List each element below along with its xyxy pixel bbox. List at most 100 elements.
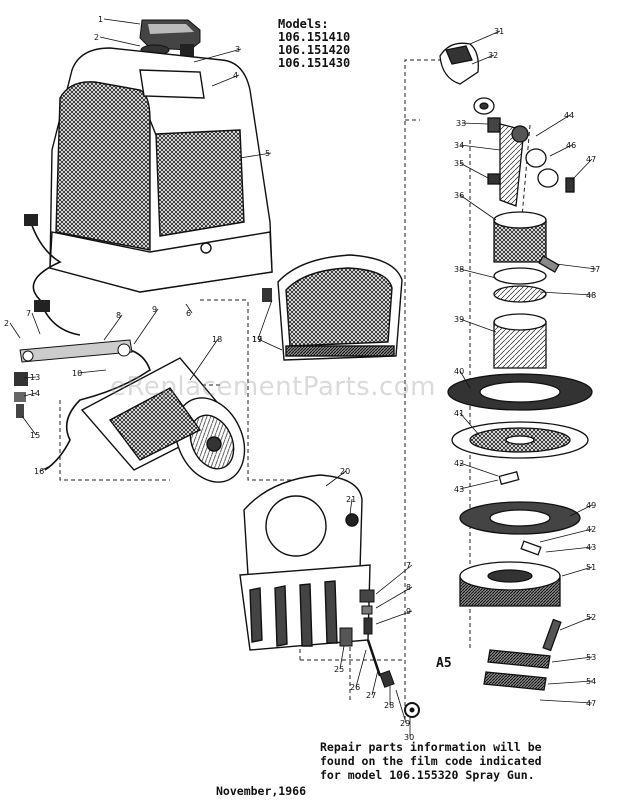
switch-part-4: [34, 300, 50, 312]
callout-leader-line: [21, 415, 37, 436]
callout-leader-line: [375, 610, 413, 625]
callout-number: 29: [400, 719, 410, 728]
callout-number: 7: [406, 561, 411, 570]
callout-leader-line: [559, 616, 593, 631]
callout-number: 1: [98, 15, 103, 24]
callout-leader-line: [257, 338, 283, 351]
callout-leader-line: [339, 645, 345, 670]
callout-number: 8: [116, 311, 121, 320]
callout-leader-line: [257, 299, 273, 340]
callout-number: 28: [384, 701, 394, 710]
callout-number: 6: [186, 309, 191, 318]
callout-number: 15: [30, 431, 40, 440]
motor-part-17: [80, 357, 246, 483]
callout-number: 53: [586, 653, 596, 662]
handle-part-1: [139, 19, 201, 58]
callout-number: 17: [252, 335, 262, 344]
callout-leader-line: [185, 303, 193, 314]
callout-number: 3: [235, 45, 240, 54]
callout-leader-line: [189, 338, 219, 381]
callout-leader-line: [103, 314, 123, 341]
callout-number: 4: [233, 71, 238, 80]
screw-part-9: [16, 404, 24, 418]
screw-part-21: [345, 513, 359, 527]
callout-leader-line: [459, 370, 471, 389]
callout-number: 44: [564, 111, 574, 120]
callout-number: 18: [212, 335, 222, 344]
nut-part-7: [14, 372, 28, 386]
watermark: eReplacementParts.com: [110, 372, 437, 402]
model-number: 106.151410: [278, 30, 351, 44]
callout-number: 37: [590, 265, 600, 274]
callout-number: 9: [406, 607, 411, 616]
callout-number: 41: [454, 409, 464, 418]
callout-leader-line: [539, 528, 593, 543]
callout-leader-line: [375, 564, 413, 595]
callout-leader-line: [539, 291, 593, 296]
models-header: Models: 106.151410 106.151420 106.151430: [278, 18, 350, 70]
callout-leader-line: [535, 114, 571, 137]
callout-leader-line: [239, 152, 272, 159]
date-label: November,1966: [216, 784, 307, 798]
callout-number: 14: [30, 389, 40, 398]
callout-leader-line: [371, 669, 379, 696]
callout-number: 43: [454, 485, 464, 494]
callout-leader-line: [459, 318, 497, 333]
callout-number: 34: [454, 141, 464, 150]
callout-leader-line: [31, 312, 41, 335]
callout-leader-line: [133, 308, 159, 345]
callout-number: 40: [454, 367, 464, 376]
grommet-part-16: [262, 288, 272, 302]
callout-number: 39: [454, 315, 464, 324]
callout-number: 20: [340, 467, 350, 476]
callout-leader-line: [23, 376, 37, 379]
callout-number: 21: [346, 495, 356, 504]
callout-number: 47: [586, 155, 596, 164]
callout-leader-line: [103, 18, 141, 25]
callout-number: 35: [454, 159, 464, 168]
callout-number: 27: [366, 691, 376, 700]
models-label: Models:: [278, 17, 329, 31]
callout-leader-line: [471, 54, 495, 65]
callout-leader-line: [459, 268, 497, 279]
section-code: A5: [436, 656, 452, 671]
callout-leader-line: [193, 48, 242, 63]
callout-leader-line: [211, 74, 240, 87]
callout-number: 54: [586, 677, 596, 686]
callout-number: 42: [586, 525, 596, 534]
hood-cover-part-14: [49, 47, 273, 293]
callout-number: 9: [152, 305, 157, 314]
callout-leader-line: [461, 122, 489, 125]
callout-leader-line: [325, 470, 347, 487]
callout-leader-line: [469, 30, 501, 45]
callout-leader-line: [555, 263, 597, 270]
callout-number: 33: [456, 119, 466, 128]
callout-leader-line: [459, 462, 499, 477]
callout-number: 5: [265, 149, 270, 158]
right-column-parts: [439, 42, 593, 691]
callout-leader-line: [23, 392, 37, 397]
callout-number: 30: [404, 733, 414, 742]
callout-leader-line: [459, 144, 501, 151]
callout-leader-line: [375, 586, 413, 609]
callout-leader-line: [569, 504, 593, 517]
callout-number: 49: [586, 501, 596, 510]
callout-leader-line: [395, 689, 407, 724]
callout-number: 7: [26, 309, 31, 318]
repair-note-line: found on the film code indicated: [320, 754, 542, 768]
callout-leader-line: [9, 322, 21, 339]
callout-leader-line: [549, 144, 573, 157]
repair-note: Repair parts information will be found o…: [320, 740, 542, 782]
callout-number: 25: [334, 665, 344, 674]
callout-number: 10: [72, 369, 82, 378]
callout-number: 13: [30, 373, 40, 382]
washer-part-8: [14, 392, 26, 402]
callout-leader-line: [459, 162, 489, 179]
callout-number: 51: [586, 563, 596, 572]
callout-number: 36: [454, 191, 464, 200]
callout-leader-line: [547, 680, 593, 685]
motor-housing-part-20: [239, 474, 371, 651]
callout-leader-line: [561, 566, 593, 577]
